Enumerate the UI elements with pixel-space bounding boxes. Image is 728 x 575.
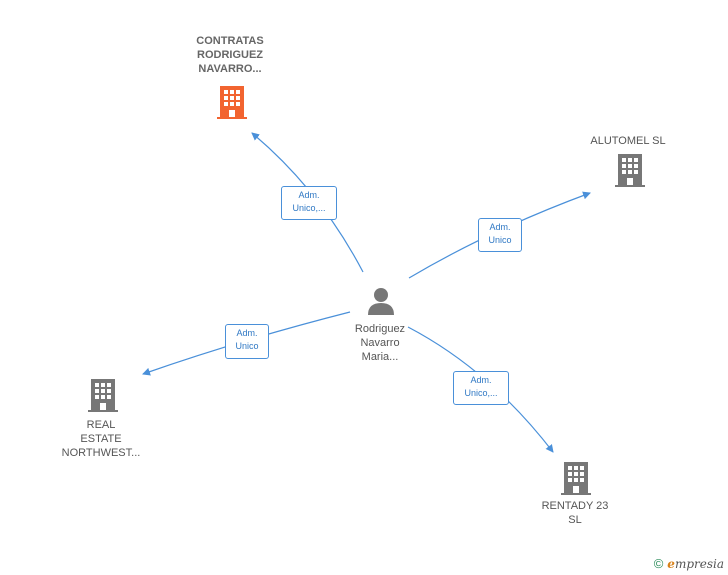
company-label-alutomel[interactable]: ALUTOMEL SL — [570, 134, 686, 148]
label-line: CONTRATAS — [196, 35, 264, 47]
edge-label-line: Unico,... — [464, 388, 498, 398]
label-line: ALUTOMEL SL — [590, 135, 666, 147]
building-icon[interactable] — [216, 84, 248, 120]
edge-label-line: Adm. — [489, 222, 511, 232]
label-line: Rodriguez — [354, 323, 406, 335]
company-label-rentady[interactable]: RENTADY 23 SL — [522, 499, 628, 527]
label-line: RENTADY 23 — [541, 500, 609, 512]
building-icon[interactable] — [614, 152, 646, 188]
building-icon[interactable] — [560, 460, 592, 496]
person-label[interactable]: Rodriguez Navarro Maria... — [330, 322, 430, 364]
brand-e-logo: e — [667, 557, 675, 571]
brand-name: mpresia — [674, 557, 724, 571]
empresia-brand[interactable]: ©empresia — [654, 556, 724, 571]
edge-label-line: Unico,... — [292, 203, 326, 213]
label-line: Maria... — [361, 351, 399, 363]
edge-label-real-estate[interactable]: Adm. Unico — [225, 324, 269, 359]
label-line: SL — [568, 514, 582, 526]
edge-label-rentady[interactable]: Adm. Unico,... — [453, 371, 509, 405]
label-line: REAL — [86, 419, 116, 431]
label-line: Navarro — [360, 337, 400, 349]
edge-label-contratas[interactable]: Adm. Unico,... — [281, 186, 337, 220]
label-line: RODRIGUEZ — [197, 49, 263, 61]
edge-label-line: Adm. — [470, 375, 492, 385]
edge-label-line: Adm. — [236, 328, 258, 338]
edge-label-line: Adm. — [298, 190, 320, 200]
edge-label-line: Unico — [235, 341, 259, 351]
company-label-real-estate[interactable]: REAL ESTATE NORTHWEST... — [46, 418, 156, 460]
person-icon[interactable] — [366, 286, 396, 316]
copyright-symbol: © — [653, 556, 664, 571]
edge-label-alutomel[interactable]: Adm. Unico — [478, 218, 522, 252]
label-line: ESTATE — [80, 433, 122, 445]
label-line: NORTHWEST... — [61, 447, 141, 459]
edge-label-line: Unico — [488, 235, 512, 245]
building-icon[interactable] — [87, 377, 119, 413]
company-label-contratas[interactable]: CONTRATAS RODRIGUEZ NAVARRO... — [170, 34, 290, 76]
label-line: NAVARRO... — [198, 63, 262, 75]
